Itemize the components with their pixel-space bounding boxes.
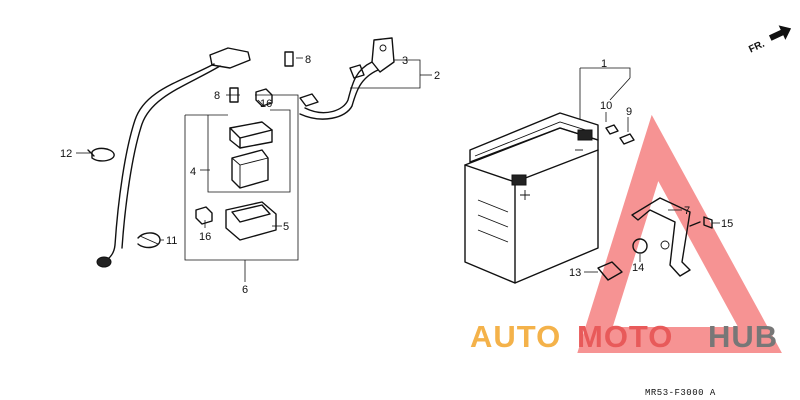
watermark-part-hub: HUB [708, 319, 778, 354]
group-bracket-2-3 [350, 59, 432, 89]
callout-13: 13 [569, 267, 581, 279]
callout-8-top: 8 [305, 54, 311, 66]
starter-relay-assembly [195, 51, 294, 241]
callouts: 1 2 3 4 5 6 7 8 8 9 10 11 12 13 14 15 16… [60, 54, 733, 296]
callout-16-top: 16 [260, 98, 272, 110]
callout-8-mid: 8 [214, 90, 220, 102]
watermark-logo: AUTO MOTO HUB [470, 319, 778, 354]
direction-label: FR. [747, 39, 766, 56]
leader-lines [76, 57, 720, 273]
callout-11: 11 [166, 235, 177, 247]
callout-9: 9 [626, 106, 632, 118]
front-direction-indicator: FR. [747, 25, 792, 56]
negative-cable [96, 47, 251, 268]
positive-cable [299, 37, 395, 120]
callout-4: 4 [190, 166, 196, 178]
callout-3: 3 [402, 55, 408, 67]
callout-14: 14 [632, 262, 644, 274]
callout-1: 1 [601, 58, 607, 70]
watermark-part-moto: MOTO [577, 319, 673, 354]
group-bracket-1 [579, 67, 631, 120]
callout-16-bottom: 16 [199, 231, 211, 243]
callout-6: 6 [242, 284, 248, 296]
callout-7: 7 [684, 205, 690, 217]
callout-2: 2 [434, 70, 440, 82]
battery-holder-bracket [597, 124, 713, 281]
battery [464, 112, 599, 284]
callout-5: 5 [283, 221, 289, 233]
arrow-icon [768, 25, 792, 41]
group-box-6 [184, 94, 299, 282]
watermark-triangle [577, 114, 782, 353]
callout-15: 15 [721, 218, 733, 230]
clip-part-12 [87, 147, 115, 162]
watermark-part-auto: AUTO [470, 319, 561, 354]
callout-10: 10 [600, 100, 612, 112]
callout-12: 12 [60, 148, 72, 160]
drawing-code: MR53-F3000 A [645, 388, 716, 398]
band-part-11 [137, 232, 161, 249]
